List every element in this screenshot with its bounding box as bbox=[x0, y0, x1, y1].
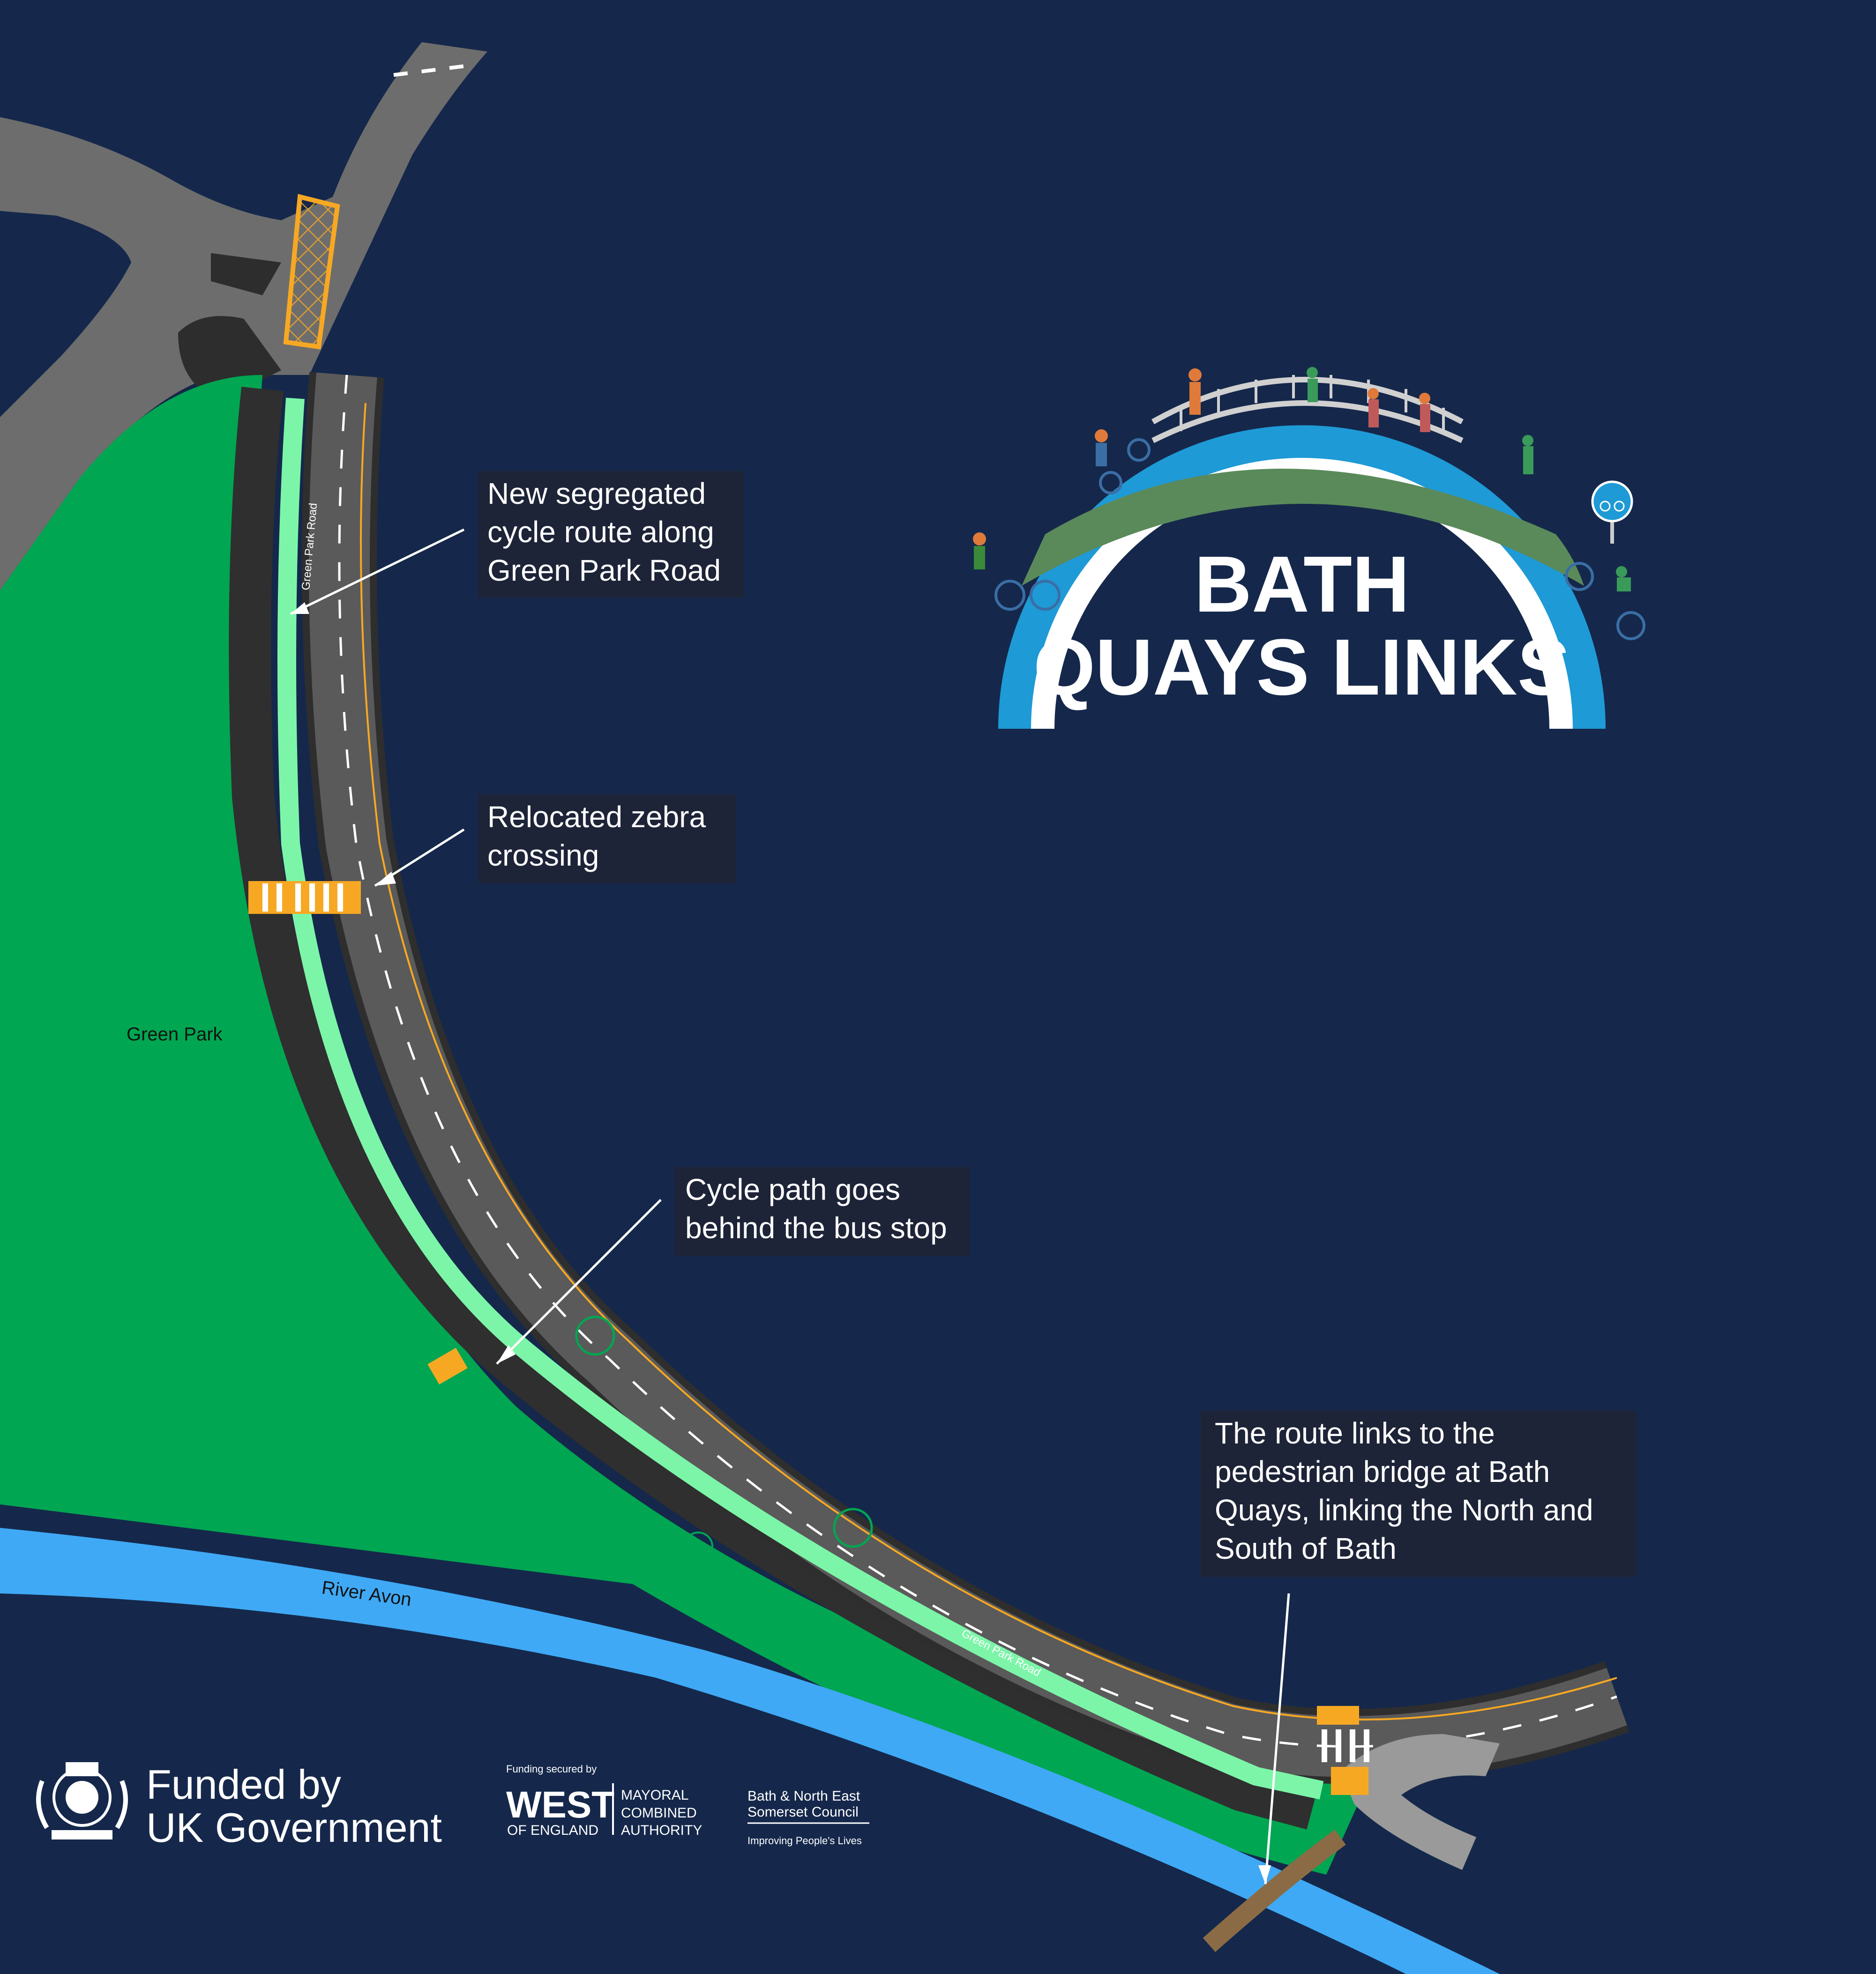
callout-line: cycle route along bbox=[487, 515, 714, 549]
crest-icon bbox=[36, 1762, 128, 1839]
callout-line: The route links to the bbox=[1215, 1416, 1495, 1450]
zebra-crossing-relocated bbox=[248, 881, 361, 914]
svg-text:Green Park Road: Green Park Road bbox=[487, 553, 721, 587]
west-text: WEST bbox=[506, 1784, 614, 1825]
callout-line: crossing bbox=[487, 838, 599, 872]
cycle-route-sign-icon bbox=[1591, 480, 1633, 544]
banes-council-logo: Bath & North East Somerset Council Impro… bbox=[747, 1788, 869, 1847]
callout-line: Green Park Road bbox=[487, 553, 721, 587]
callout-arrow bbox=[290, 528, 465, 615]
banes-line2: Somerset Council bbox=[747, 1804, 859, 1820]
callout-line: behind the bus stop bbox=[685, 1211, 947, 1245]
callout-line: Relocated zebra bbox=[487, 800, 706, 834]
svg-text:cycle route along: cycle route along bbox=[487, 515, 714, 549]
logo-arch-inner bbox=[1054, 481, 1549, 729]
green-park-area bbox=[0, 375, 1368, 1875]
segregated-cycle-route bbox=[277, 397, 1324, 1800]
bus-stop-crossing bbox=[427, 1347, 468, 1385]
callout-arrow bbox=[496, 1199, 662, 1365]
callout-zebra: Relocated zebra crossing bbox=[374, 794, 736, 887]
river-avon bbox=[0, 1528, 1500, 1974]
mayoral-text: MAYORAL bbox=[621, 1787, 688, 1803]
bath-quays-junction bbox=[1203, 1706, 1500, 1952]
svg-text:New segregated: New segregated bbox=[487, 477, 706, 510]
logo-title-bath: BATH bbox=[1194, 540, 1410, 629]
tree-icon bbox=[833, 1508, 873, 1548]
combined-text: COMBINED bbox=[621, 1805, 697, 1821]
banes-tagline: Improving People's Lives bbox=[747, 1835, 862, 1847]
funded-by-line1: Funded by bbox=[146, 1761, 341, 1808]
banes-line1: Bath & North East bbox=[747, 1788, 860, 1804]
callout-cycle-route: New segregated cycle route along Green P… bbox=[290, 471, 744, 615]
logo-hill bbox=[1022, 469, 1584, 586]
authority-text: AUTHORITY bbox=[621, 1823, 702, 1838]
pedestrian-bridge-link bbox=[1203, 1829, 1346, 1952]
callout-line: pedestrian bridge at Bath bbox=[1215, 1455, 1550, 1488]
west-of-england-logo: Funding secured by WEST OF ENGLAND MAYOR… bbox=[506, 1763, 702, 1838]
callout-line: Quays, linking the North and bbox=[1215, 1493, 1593, 1527]
tree-icon bbox=[575, 1316, 615, 1356]
callout-bridge: The route links to the pedestrian bridge… bbox=[1201, 1411, 1637, 1884]
bath-quays-links-logo: BATH QUAYS LINKS bbox=[973, 367, 1645, 729]
tree-icon bbox=[683, 1532, 713, 1562]
callout-arrow bbox=[1264, 1593, 1290, 1884]
junction-roads bbox=[0, 42, 487, 591]
funding-secured-by: Funding secured by bbox=[506, 1763, 597, 1775]
callout-bus-stop: Cycle path goes behind the bus stop bbox=[496, 1167, 970, 1365]
uk-government-funding: Funded by UK Government bbox=[36, 1761, 442, 1851]
funded-by-line2: UK Government bbox=[146, 1804, 442, 1851]
of-england-text: OF ENGLAND bbox=[507, 1823, 598, 1838]
callout-line: South of Bath bbox=[1215, 1532, 1397, 1565]
logo-title-quays-links: QUAYS LINKS bbox=[1033, 623, 1570, 712]
green-park-label: Green Park bbox=[127, 1024, 223, 1045]
callout-line: New segregated bbox=[487, 477, 706, 510]
callout-line: Cycle path goes bbox=[685, 1173, 900, 1206]
